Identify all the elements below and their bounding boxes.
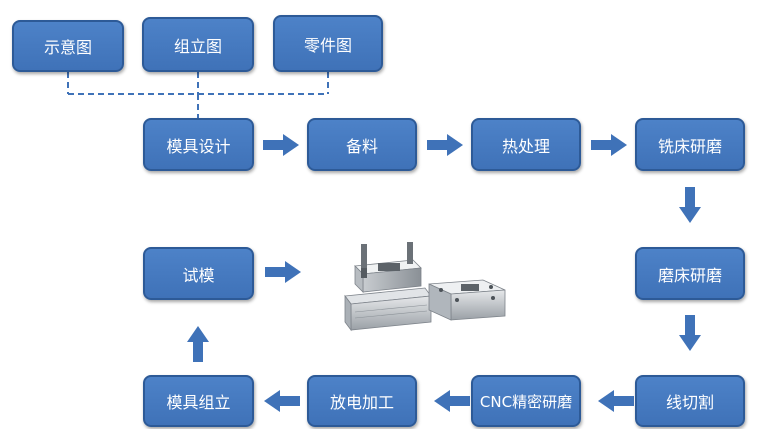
arrow-trial-to-photo: [265, 261, 301, 283]
box-wire-cutting: 线切割: [635, 375, 745, 427]
box-label: 放电加工: [329, 393, 394, 412]
box-label: 铣床研磨: [657, 136, 722, 156]
box-mold-design: 模具设计: [143, 118, 254, 171]
arrow-cnc-to-edm: [434, 390, 470, 412]
box-label: 零件图: [303, 35, 352, 55]
box-milling-grinding: 铣床研磨: [635, 118, 745, 171]
box-assembly-drawing: 组立图: [142, 17, 254, 72]
box-trial-mold: 试模: [143, 247, 254, 300]
arrow-assembly-to-trial: [187, 326, 209, 362]
box-label: 组立图: [173, 36, 222, 56]
box-surface-grinding: 磨床研磨: [635, 247, 745, 300]
box-label: 磨床研磨: [657, 265, 722, 285]
box-label: 示意图: [43, 38, 92, 57]
box-label: 备料: [345, 136, 378, 156]
mold-photo: [344, 242, 506, 332]
box-schematic: 示意图: [12, 20, 124, 72]
arrow-milling-to-grinding: [679, 187, 701, 223]
arrow-edm-to-assembly: [264, 390, 300, 412]
box-mold-assembly: 模具组立: [143, 375, 254, 427]
box-parts-drawing: 零件图: [273, 15, 383, 72]
box-cnc-grinding: CNC精密研磨: [471, 375, 581, 427]
arrow-wire-to-cnc: [598, 390, 634, 412]
arrow-grinding-to-wire: [679, 315, 701, 351]
box-label: 模具组立: [166, 393, 231, 412]
arrow-prep-to-heat: [427, 134, 463, 156]
box-heat-treatment: 热处理: [471, 118, 581, 171]
box-label: 试模: [182, 265, 215, 285]
box-material-prep: 备料: [307, 118, 417, 171]
box-label: CNC精密研磨: [479, 392, 573, 411]
drawing-links: [67, 72, 329, 118]
box-label: 模具设计: [166, 136, 231, 156]
box-edm: 放电加工: [307, 375, 417, 427]
arrow-heat-to-milling: [591, 134, 627, 156]
arrow-design-to-prep: [263, 134, 299, 156]
box-label: 线切割: [665, 393, 714, 412]
box-label: 热处理: [501, 136, 550, 156]
